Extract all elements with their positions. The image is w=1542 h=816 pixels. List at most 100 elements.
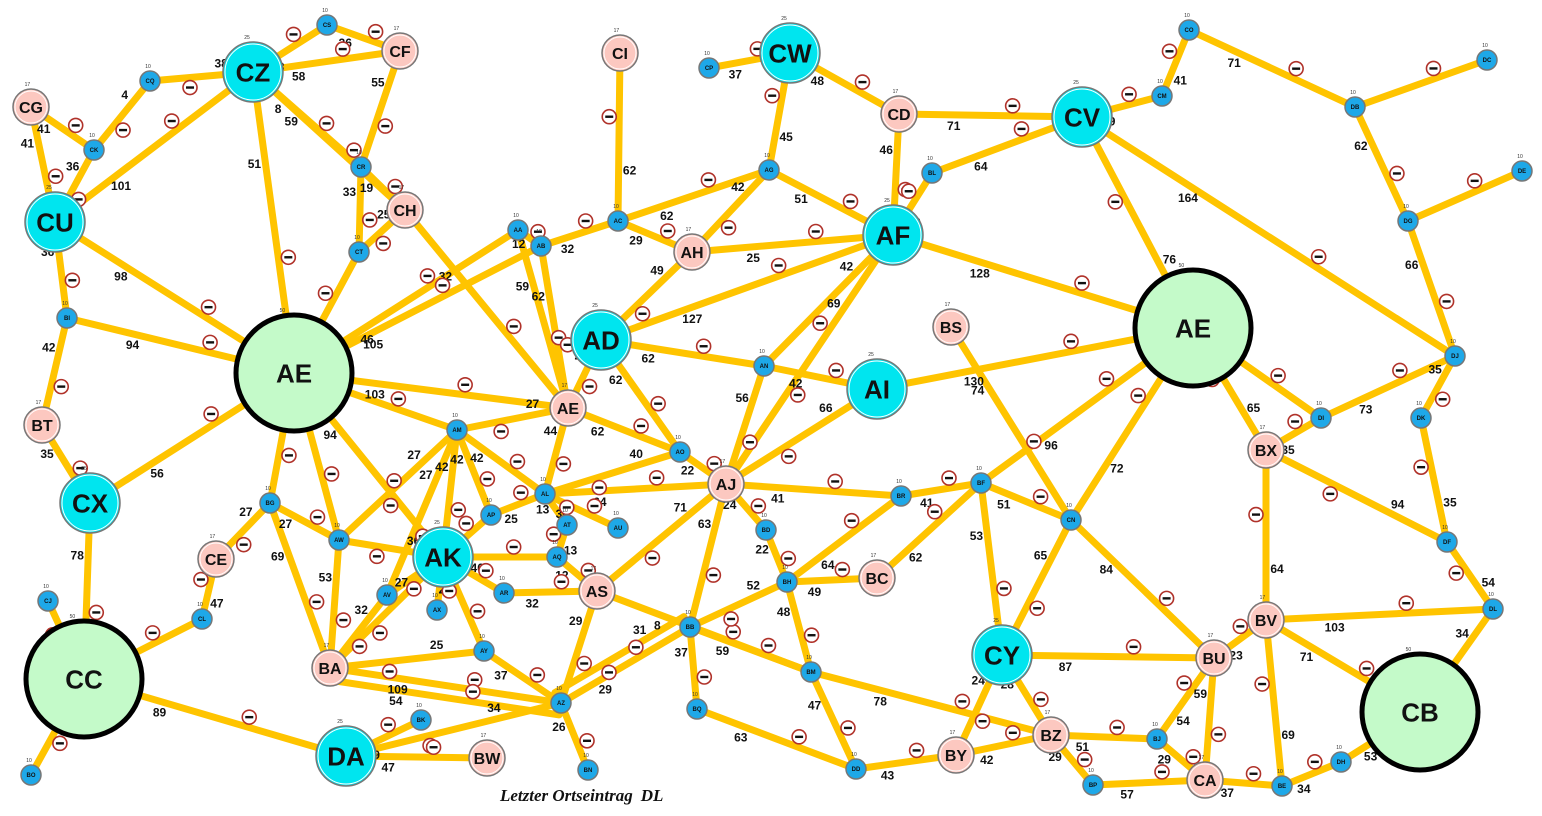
route-marker-icon[interactable]	[789, 387, 806, 403]
route-marker-icon[interactable]	[1254, 676, 1270, 692]
route-marker-icon[interactable]	[1398, 595, 1415, 611]
route-marker-icon[interactable]	[1076, 751, 1093, 768]
route-marker-icon[interactable]	[628, 639, 644, 656]
route-marker-icon[interactable]	[601, 664, 617, 681]
route-marker-icon[interactable]	[648, 470, 665, 486]
route-marker-icon[interactable]	[1063, 333, 1079, 350]
route-marker-icon[interactable]	[361, 212, 378, 228]
route-marker-icon[interactable]	[529, 667, 546, 683]
route-marker-icon[interactable]	[1288, 60, 1304, 77]
route-marker-icon[interactable]	[200, 299, 217, 315]
route-marker-icon[interactable]	[760, 637, 777, 654]
route-marker-icon[interactable]	[369, 548, 385, 565]
route-marker-icon[interactable]	[750, 498, 767, 514]
route-marker-icon[interactable]	[633, 418, 649, 434]
route-marker-icon[interactable]	[372, 625, 388, 641]
route-marker-icon[interactable]	[926, 503, 943, 520]
route-marker-icon[interactable]	[1161, 43, 1178, 60]
route-marker-icon[interactable]	[812, 315, 828, 332]
route-marker-icon[interactable]	[1358, 660, 1375, 677]
route-marker-icon[interactable]	[1158, 590, 1175, 607]
route-marker-icon[interactable]	[308, 594, 325, 610]
route-marker-icon[interactable]	[1004, 98, 1021, 114]
route-marker-icon[interactable]	[770, 257, 787, 274]
route-marker-icon[interactable]	[530, 223, 546, 240]
route-marker-icon[interactable]	[64, 272, 81, 289]
route-marker-icon[interactable]	[386, 472, 402, 489]
route-marker-icon[interactable]	[1389, 165, 1405, 182]
route-marker-icon[interactable]	[827, 473, 843, 490]
route-marker-icon[interactable]	[450, 502, 467, 518]
route-marker-icon[interactable]	[1185, 749, 1202, 765]
route-marker-icon[interactable]	[375, 235, 392, 252]
route-marker-icon[interactable]	[377, 118, 394, 134]
route-marker-icon[interactable]	[591, 479, 608, 496]
route-marker-icon[interactable]	[505, 318, 522, 335]
route-marker-icon[interactable]	[843, 512, 860, 529]
route-marker-icon[interactable]	[941, 470, 957, 486]
route-marker-icon[interactable]	[1248, 506, 1264, 523]
route-marker-icon[interactable]	[458, 515, 474, 532]
route-marker-icon[interactable]	[425, 739, 442, 756]
route-marker-icon[interactable]	[1125, 639, 1142, 655]
route-marker-icon[interactable]	[163, 113, 180, 129]
route-marker-icon[interactable]	[695, 338, 712, 355]
route-marker-icon[interactable]	[381, 663, 398, 680]
route-marker-icon[interactable]	[1413, 459, 1429, 475]
route-marker-icon[interactable]	[1310, 248, 1327, 265]
route-marker-icon[interactable]	[791, 729, 807, 745]
route-marker-icon[interactable]	[581, 378, 598, 395]
